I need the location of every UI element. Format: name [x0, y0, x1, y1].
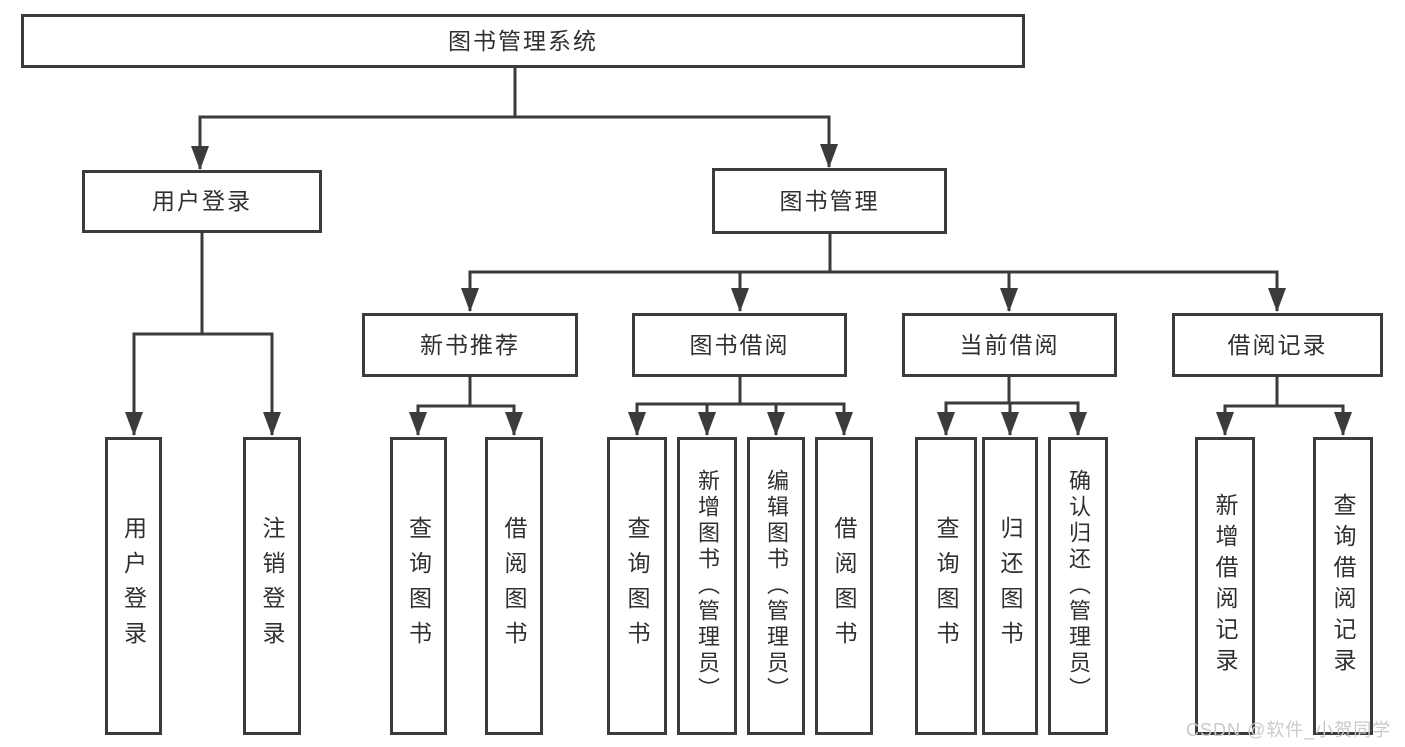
leaf-query-books-recommend: 查询图书: [390, 437, 447, 735]
leaf-query-borrow-record: 查询借阅记录: [1313, 437, 1373, 735]
node-user-login: 用户登录: [82, 170, 322, 233]
node-book-borrow: 图书借阅: [632, 313, 847, 377]
leaf-borrow-books: 借阅图书: [815, 437, 873, 735]
leaf-edit-book-admin: 编辑图书（管理员）: [747, 437, 805, 735]
leaf-add-book-admin: 新增图书（管理员）: [677, 437, 737, 735]
node-borrow-records: 借阅记录: [1172, 313, 1383, 377]
leaf-query-books-borrow: 查询图书: [607, 437, 667, 735]
leaf-user-login: 用户登录: [105, 437, 162, 735]
node-current-borrow: 当前借阅: [902, 313, 1117, 377]
leaf-confirm-return-admin: 确认归还（管理员）: [1048, 437, 1108, 735]
leaf-return-book: 归还图书: [982, 437, 1038, 735]
node-book-management: 图书管理: [712, 168, 947, 234]
node-new-book-recommend: 新书推荐: [362, 313, 578, 377]
leaf-add-borrow-record: 新增借阅记录: [1195, 437, 1255, 735]
node-root: 图书管理系统: [21, 14, 1025, 68]
csdn-watermark: CSDN @软件_小贺同学: [1186, 720, 1392, 740]
leaf-borrow-books-recommend: 借阅图书: [485, 437, 543, 735]
leaf-query-books-current: 查询图书: [915, 437, 977, 735]
leaf-logout: 注销登录: [243, 437, 301, 735]
